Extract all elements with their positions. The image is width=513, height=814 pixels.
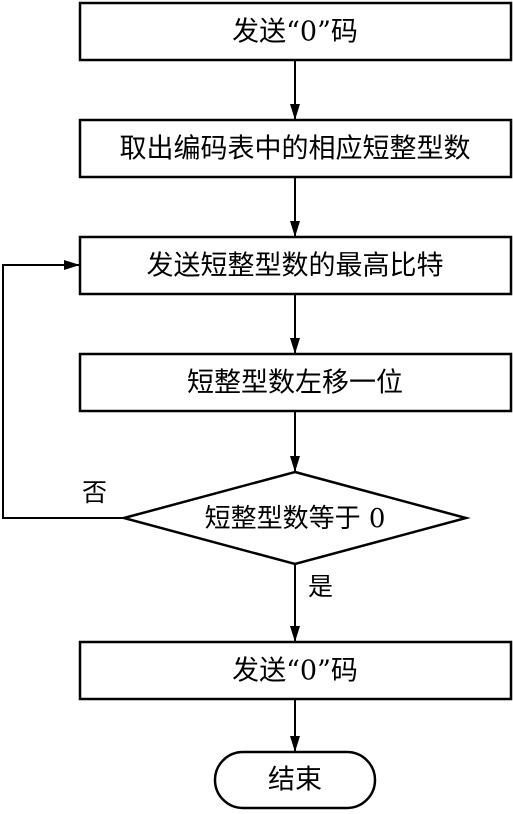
box-send-zero-top	[78, 1, 513, 62]
loop-back-no	[2, 260, 124, 519]
step-send-msb: 发送短整型数的最高比特	[146, 250, 444, 282]
box-fetch-code	[78, 118, 513, 179]
decision-label: 短整型数等于 0	[204, 504, 386, 534]
step-shift-left: 短整型数左移一位	[187, 367, 403, 399]
step-send-zero-top: 发送“0”码	[232, 16, 358, 48]
step-send-zero-bottom: 发送“0”码	[232, 655, 358, 687]
box-send-zero-bottom	[78, 640, 513, 701]
end-label: 结束	[268, 764, 322, 796]
branch-yes-label: 是	[308, 572, 334, 601]
box-shift-left	[78, 352, 513, 413]
branch-no-label: 否	[82, 478, 108, 507]
terminal-end	[213, 750, 377, 810]
step-fetch-code: 取出编码表中的相应短整型数	[119, 133, 471, 165]
